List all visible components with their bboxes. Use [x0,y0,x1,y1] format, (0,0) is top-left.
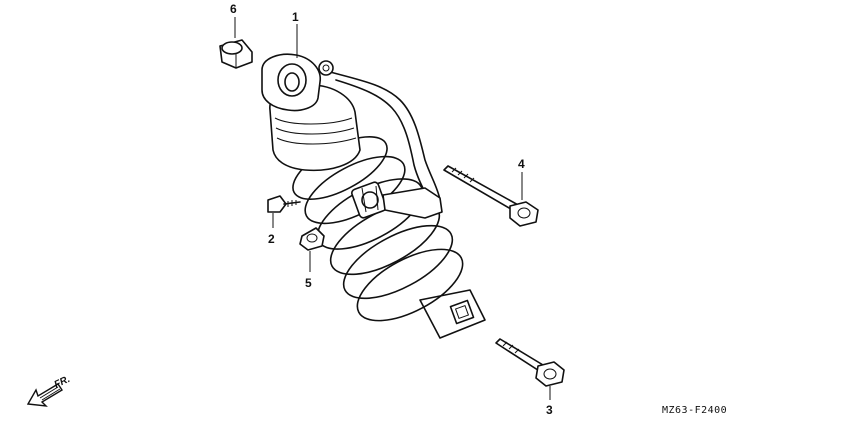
front-direction-arrow: FR. [26,374,72,407]
small-bolt [267,195,301,213]
callout-4: 4 [518,157,525,171]
flange-nut [299,227,325,251]
figure-code: MZ63-F2400 [662,405,727,416]
callout-6: 6 [230,2,237,16]
lower-bolt [495,338,565,387]
callout-3: 3 [546,403,553,417]
upper-bolt [443,165,539,227]
callout-2: 2 [268,232,275,246]
callout-1: 1 [292,10,299,24]
callout-5: 5 [305,276,312,290]
shock-absorber [261,53,486,339]
cap-nut [219,39,253,69]
front-direction-label: FR. [53,374,72,391]
